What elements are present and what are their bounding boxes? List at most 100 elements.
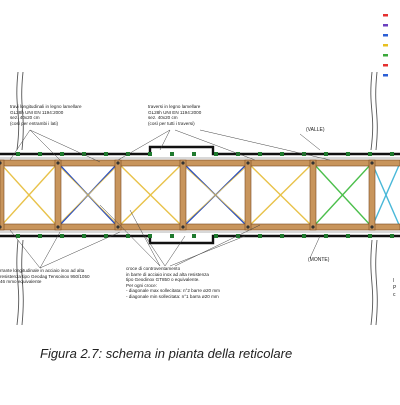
abutment-line [375, 71, 378, 151]
abutment-line [16, 71, 20, 151]
leader-line [39, 231, 61, 269]
legend-swatch [383, 14, 388, 17]
timber-transverse [114, 159, 122, 231]
leader-line [129, 209, 161, 267]
abutment-line [21, 239, 24, 326]
joint-bottom [0, 225, 2, 229]
node-top [148, 152, 152, 156]
node-top [258, 152, 262, 156]
node-top [280, 152, 284, 156]
deck-outline [0, 145, 400, 245]
leader-line [29, 129, 61, 161]
node-bottom [38, 234, 42, 238]
node-top [82, 152, 86, 156]
leader-line [169, 235, 246, 267]
abutment-sketches [16, 71, 378, 326]
joint-top [0, 161, 2, 165]
label-monte: (MONTE) [308, 257, 330, 263]
joint-top [56, 161, 60, 165]
node-bottom [258, 234, 262, 238]
legend-swatch [383, 54, 388, 57]
abutment-line [21, 71, 24, 151]
bracing-secondary-b [182, 164, 249, 226]
node-bottom [214, 234, 218, 238]
timber-transverse-end [0, 159, 5, 231]
legend-swatch [383, 44, 388, 47]
node-top [192, 152, 196, 156]
joint-bottom [56, 225, 60, 229]
leader-line [299, 133, 321, 151]
node-bottom [82, 234, 86, 238]
timber-transverse [179, 159, 187, 231]
node-top [324, 152, 328, 156]
bracing-diagonal-b [247, 162, 314, 228]
leader-lines [9, 129, 331, 269]
legend-swatch [383, 34, 388, 37]
node-top [346, 152, 350, 156]
joint-top [181, 161, 185, 165]
bracing-diagonals [0, 162, 400, 228]
node-bottom [368, 234, 372, 238]
color-legend [383, 14, 388, 77]
node-bottom [302, 234, 306, 238]
node-bottom [324, 234, 328, 238]
node-bottom [60, 234, 64, 238]
leader-line [159, 129, 171, 151]
node-top [390, 152, 394, 156]
node-bottom [16, 234, 20, 238]
node-bottom [126, 234, 130, 238]
joint-bottom [181, 225, 185, 229]
label-valle: (VALLE) [306, 127, 325, 133]
label-croce-controventamento: croce di controventamento in barre di ac… [126, 266, 221, 299]
node-bottom [346, 234, 350, 238]
joint-bottom [311, 225, 315, 229]
leader-line [199, 129, 331, 161]
leader-line [9, 129, 31, 161]
leader-line [29, 129, 101, 163]
bracing-diagonal-b [371, 162, 400, 228]
leader-line [9, 229, 41, 269]
timber-transverse [309, 159, 317, 231]
label-corrente-acciaio: rrante longitudinale in acciaio inox ad … [0, 268, 90, 285]
bracing-secondary-b [57, 164, 119, 226]
node-top [60, 152, 64, 156]
node-top [16, 152, 20, 156]
node-bottom [148, 234, 152, 238]
timber-transverse [244, 159, 252, 231]
timber-beam-top [0, 159, 400, 167]
connection-nodes [0, 152, 394, 238]
timber-transverse [368, 159, 376, 231]
joint-top [311, 161, 315, 165]
joint-bottom [116, 225, 120, 229]
timber-beam-bottom [0, 223, 400, 231]
leader-line [144, 235, 166, 267]
node-bottom [104, 234, 108, 238]
timber-transverse [54, 159, 62, 231]
abutment-line [370, 71, 374, 151]
leader-line [174, 224, 261, 267]
bracing-diagonal-b [0, 162, 59, 228]
joint-top [116, 161, 120, 165]
timber-members [0, 159, 400, 231]
node-top [236, 152, 240, 156]
node-bottom [280, 234, 284, 238]
node-top [104, 152, 108, 156]
abutment-line [370, 239, 374, 326]
node-bottom [170, 234, 174, 238]
label-side-right: l P c [393, 278, 397, 298]
leader-line [117, 129, 171, 161]
leader-line [309, 235, 321, 259]
deck-edge-top [0, 145, 400, 156]
legend-swatch [383, 24, 388, 27]
joint-top [246, 161, 250, 165]
bracing-diagonal-b [312, 162, 373, 228]
node-bottom [236, 234, 240, 238]
abutment-line [375, 239, 378, 326]
leader-line [99, 204, 161, 267]
figure-caption: Figura 2.7: schema in pianta della retic… [40, 346, 293, 361]
legend-swatch [383, 64, 388, 67]
leader-line [39, 231, 121, 269]
leader-line [164, 235, 186, 267]
legend-swatch [383, 74, 388, 77]
